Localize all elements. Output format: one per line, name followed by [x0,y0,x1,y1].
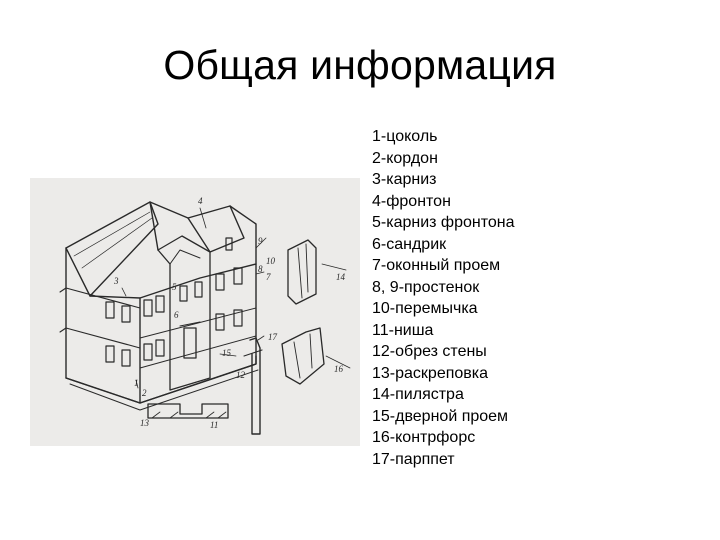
legend-item: 4-фронтон [372,192,451,210]
legend-item: 3-карниз [372,171,437,188]
callout-8: 8 [258,264,263,274]
wall-section [249,337,261,435]
callout-16: 16 [334,364,344,374]
callout-3: 3 [113,276,119,286]
legend-item: 2-кордон [372,149,438,167]
legend-item: 8, 9-простенок [372,278,480,296]
callout-7: 7 [266,272,271,282]
legend-item: 13-раскреповка [372,364,489,382]
left-wing-roof [65,201,159,297]
building-elements-illustration: 1 2 3 4 5 6 7 8 9 10 11 12 13 14 15 16 1… [30,178,360,446]
slide-title: Общая информация [163,42,557,88]
legend-item: 12-обрез стены [372,343,487,360]
callout-13: 13 [140,418,150,428]
windows [105,237,243,367]
callout-15: 15 [222,348,232,358]
niche-plan [147,403,229,419]
legend-item: 11-ниша [372,321,434,339]
legend-item: 16-контрфорс [372,429,476,446]
callout-17: 17 [268,332,278,342]
legend-item: 17-парппет [372,450,455,468]
legend-item: 7-оконный проем [372,257,501,274]
callout-14: 14 [336,272,346,282]
callout-2: 2 [142,388,147,398]
legend-item: 6-сандрик [372,235,447,253]
legend-list: 1-цоколь 2-кордон 3-карниз 4-фронтон 5-к… [372,126,515,470]
callout-4: 4 [198,196,203,206]
pilaster-detail [287,239,317,305]
legend-item: 1-цоколь [372,128,438,145]
legend-item: 10-перемычка [372,300,478,317]
door [183,327,197,359]
callout-10: 10 [266,256,276,266]
callout-12: 12 [236,370,246,380]
pediment [149,201,211,253]
callout-1: 1 [134,378,139,388]
legend-item: 5-карниз фронтона [372,214,515,231]
buttress-detail [281,327,325,385]
legend-item: 14-пилястра [372,386,464,403]
legend-item: 15-дверной проем [372,407,509,425]
callout-6: 6 [174,310,179,320]
building-drawing: 1 2 3 4 5 6 7 8 9 10 11 12 13 14 15 16 1… [59,196,351,435]
right-wing-roof [187,205,245,253]
callout-9: 9 [258,236,263,246]
callout-5: 5 [172,282,177,292]
callout-11: 11 [210,420,218,430]
